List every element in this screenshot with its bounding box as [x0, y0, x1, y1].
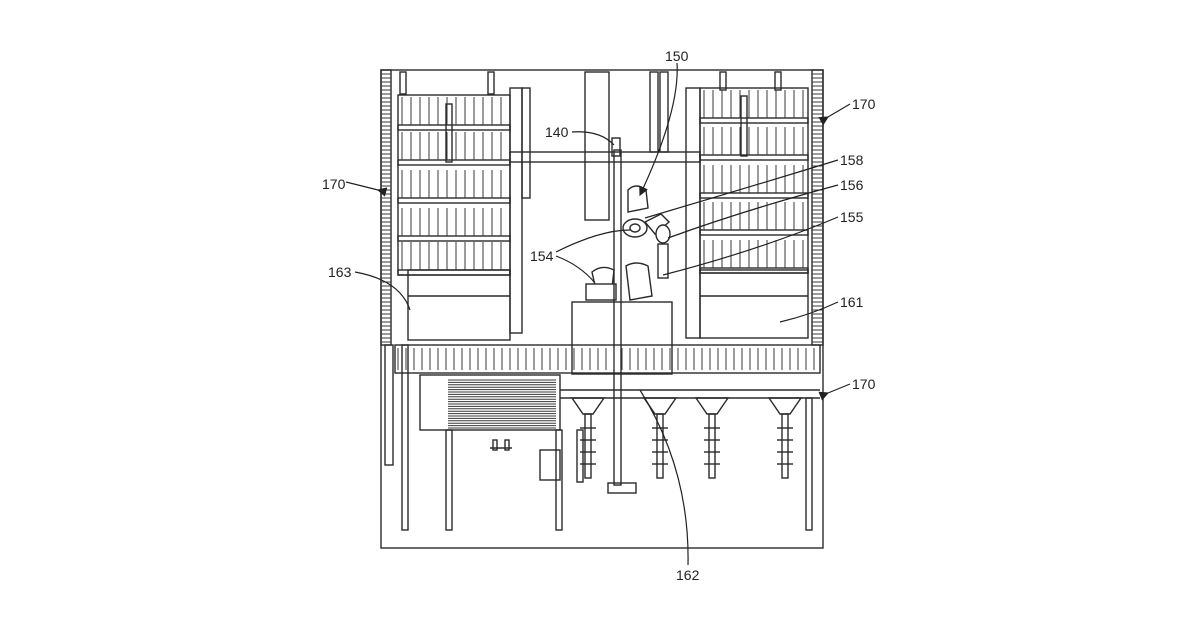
hopper-funnels	[572, 398, 801, 478]
label-154: 154	[530, 248, 554, 264]
label-170-bottom-right: 170	[852, 376, 876, 392]
right-storage-rack	[686, 88, 808, 338]
label-161: 161	[840, 294, 864, 310]
conveyor-deck	[395, 345, 820, 430]
label-162: 162	[676, 567, 700, 583]
right-ladder-rail	[812, 70, 823, 345]
label-150: 150	[665, 48, 689, 64]
label-155: 155	[840, 209, 864, 225]
label-156: 156	[840, 177, 864, 193]
label-170-left: 170	[322, 176, 346, 192]
left-storage-rack	[398, 88, 530, 340]
robot-arm	[586, 186, 670, 300]
leader-lines	[346, 63, 850, 565]
label-170-top-right: 170	[852, 96, 876, 112]
label-158: 158	[840, 152, 864, 168]
left-ladder-rail	[381, 70, 391, 345]
label-163: 163	[328, 264, 352, 280]
label-140: 140	[545, 124, 569, 140]
